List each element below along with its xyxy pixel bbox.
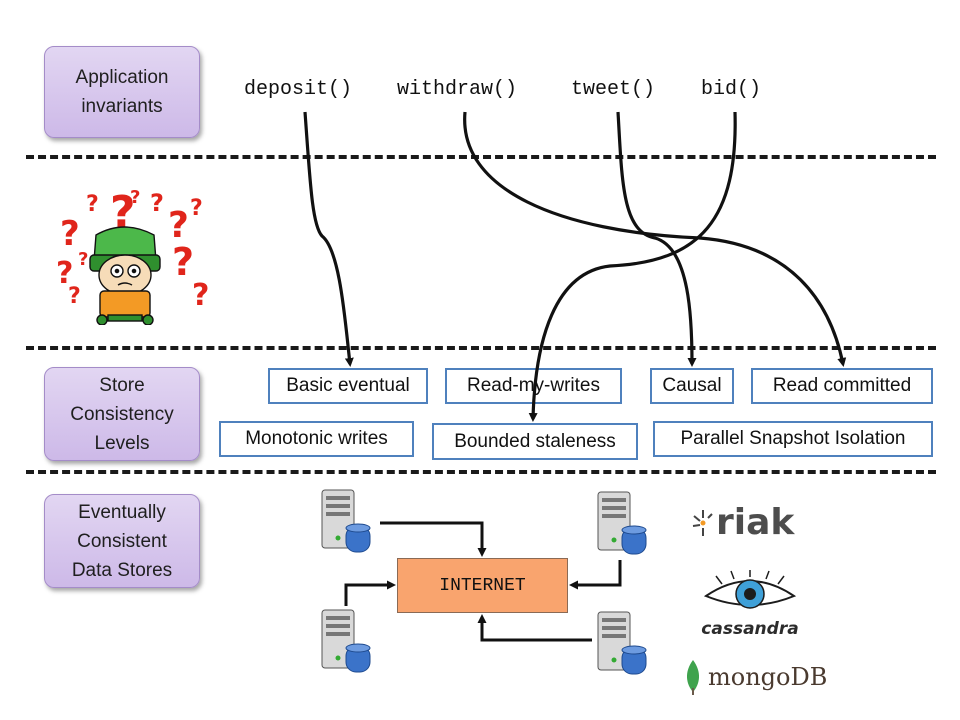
confused-character-illustration: ? ? ? ? ? ? ? ? ? ? ? ? — [56, 187, 209, 325]
svg-text:?: ? — [130, 187, 140, 208]
riak-spark-icon — [692, 509, 713, 536]
svg-text:?: ? — [192, 278, 209, 313]
internet-box: INTERNET — [397, 558, 568, 613]
cassandra-wordmark: cassandra — [701, 619, 799, 639]
svg-text:?: ? — [86, 192, 99, 217]
svg-text:?: ? — [56, 256, 73, 291]
level-basic-eventual: Basic eventual — [268, 368, 428, 404]
svg-text:?: ? — [190, 196, 203, 221]
layer-label-line: Application — [75, 67, 169, 88]
riak-wordmark: riak — [716, 502, 795, 543]
layer-label-line: Levels — [94, 432, 150, 454]
svg-text:?: ? — [150, 189, 164, 217]
svg-text:?: ? — [172, 240, 194, 284]
layer-label-line: Eventually — [78, 501, 166, 523]
separator-middle — [26, 346, 936, 350]
svg-text:?: ? — [168, 205, 189, 246]
mongodb-logo: mongoDB — [684, 658, 827, 696]
layer-label-line: invariants — [81, 96, 163, 117]
arrow-server-top-left-to-internet — [380, 521, 487, 557]
layer-label-line: Consistency — [70, 403, 174, 425]
cassandra-logo: cassandra — [700, 570, 800, 639]
level-parallel-snapshot-isolation: Parallel Snapshot Isolation — [653, 421, 933, 457]
level-causal: Causal — [650, 368, 734, 404]
layer-label-line: Data Stores — [71, 559, 173, 581]
layer-label-line: Consistent — [77, 530, 167, 552]
arrow-deposit-to-basic-eventual — [303, 111, 354, 367]
mongodb-wordmark: mongoDB — [708, 663, 828, 691]
svg-text:?: ? — [78, 249, 88, 270]
svg-text:?: ? — [68, 284, 81, 309]
layer-application-invariants: Application invariants — [44, 46, 200, 138]
layer-eventually-consistent-stores: Eventually Consistent Data Stores — [44, 494, 200, 588]
server-icon-bottom-right — [597, 611, 647, 675]
layer-store-consistency-levels: Store Consistency Levels — [44, 367, 200, 461]
function-bid: bid() — [701, 78, 762, 101]
function-deposit: deposit() — [244, 78, 353, 101]
arrow-server-bottom-right-to-internet — [477, 614, 592, 642]
svg-text:?: ? — [60, 214, 80, 254]
arrow-server-bottom-left-to-internet — [344, 580, 396, 606]
function-tweet: tweet() — [571, 78, 656, 101]
server-icon-top-right — [597, 491, 647, 555]
arrow-withdraw-to-read-committed — [463, 111, 847, 367]
question-marks: ? ? ? ? ? ? ? ? ? ? ? ? — [56, 187, 209, 313]
server-icon-top-left — [321, 489, 371, 553]
character — [89, 226, 161, 325]
arrow-tweet-to-causal — [616, 111, 697, 367]
separator-top — [26, 155, 936, 159]
server-icon-bottom-left — [321, 609, 371, 673]
level-monotonic-writes: Monotonic writes — [219, 421, 414, 457]
level-read-committed: Read committed — [751, 368, 933, 404]
cassandra-eye-icon — [703, 570, 797, 609]
function-withdraw: withdraw() — [397, 78, 518, 101]
riak-logo: riak — [690, 502, 794, 543]
layer-label-line: Store — [99, 374, 145, 396]
arrow-server-top-right-to-internet — [569, 560, 622, 590]
separator-bottom — [26, 470, 936, 474]
mongodb-leaf-icon — [686, 660, 700, 695]
arrow-bid-to-bounded-staleness — [528, 111, 737, 422]
level-bounded-staleness: Bounded staleness — [432, 423, 638, 460]
